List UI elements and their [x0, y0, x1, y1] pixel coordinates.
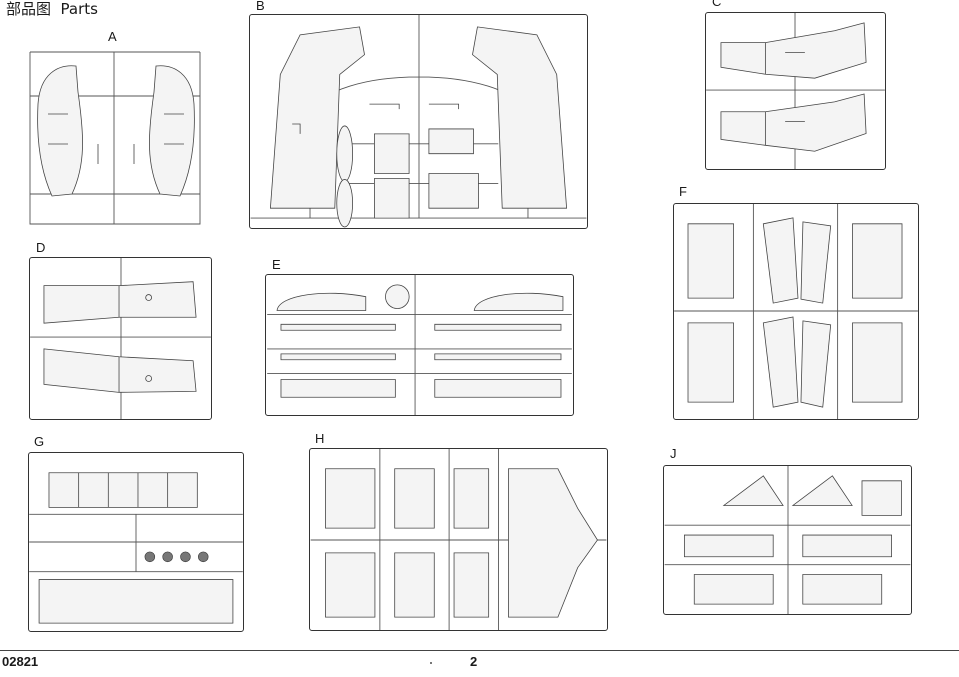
sprue-g-diagram	[28, 452, 244, 632]
footer-divider	[0, 650, 959, 651]
sprue-a-label: A	[108, 29, 117, 44]
sprue-e-diagram	[265, 274, 574, 416]
footer-dot	[430, 662, 432, 664]
sprue-a-diagram	[28, 44, 203, 230]
sprue-j-label: J	[670, 446, 677, 461]
sprue-h-label: H	[315, 431, 325, 446]
sprue-c-diagram	[705, 12, 886, 170]
page-title: 部品图 Parts	[6, 0, 98, 18]
sprue-b-label: B	[256, 0, 265, 13]
sprue-g-label: G	[34, 434, 45, 449]
sprue-d-label: D	[36, 240, 46, 255]
sprue-b-diagram	[249, 14, 588, 229]
sprue-h-diagram	[309, 448, 608, 631]
page-number: 2	[470, 654, 478, 669]
sprue-j-diagram	[663, 465, 912, 615]
sprue-e-label: E	[272, 257, 281, 272]
product-code: 02821	[2, 654, 39, 669]
sprue-d-diagram	[29, 257, 212, 420]
sprue-f-label: F	[679, 184, 687, 199]
sprue-c-label: C	[712, 0, 722, 9]
sprue-f-diagram	[673, 203, 919, 420]
